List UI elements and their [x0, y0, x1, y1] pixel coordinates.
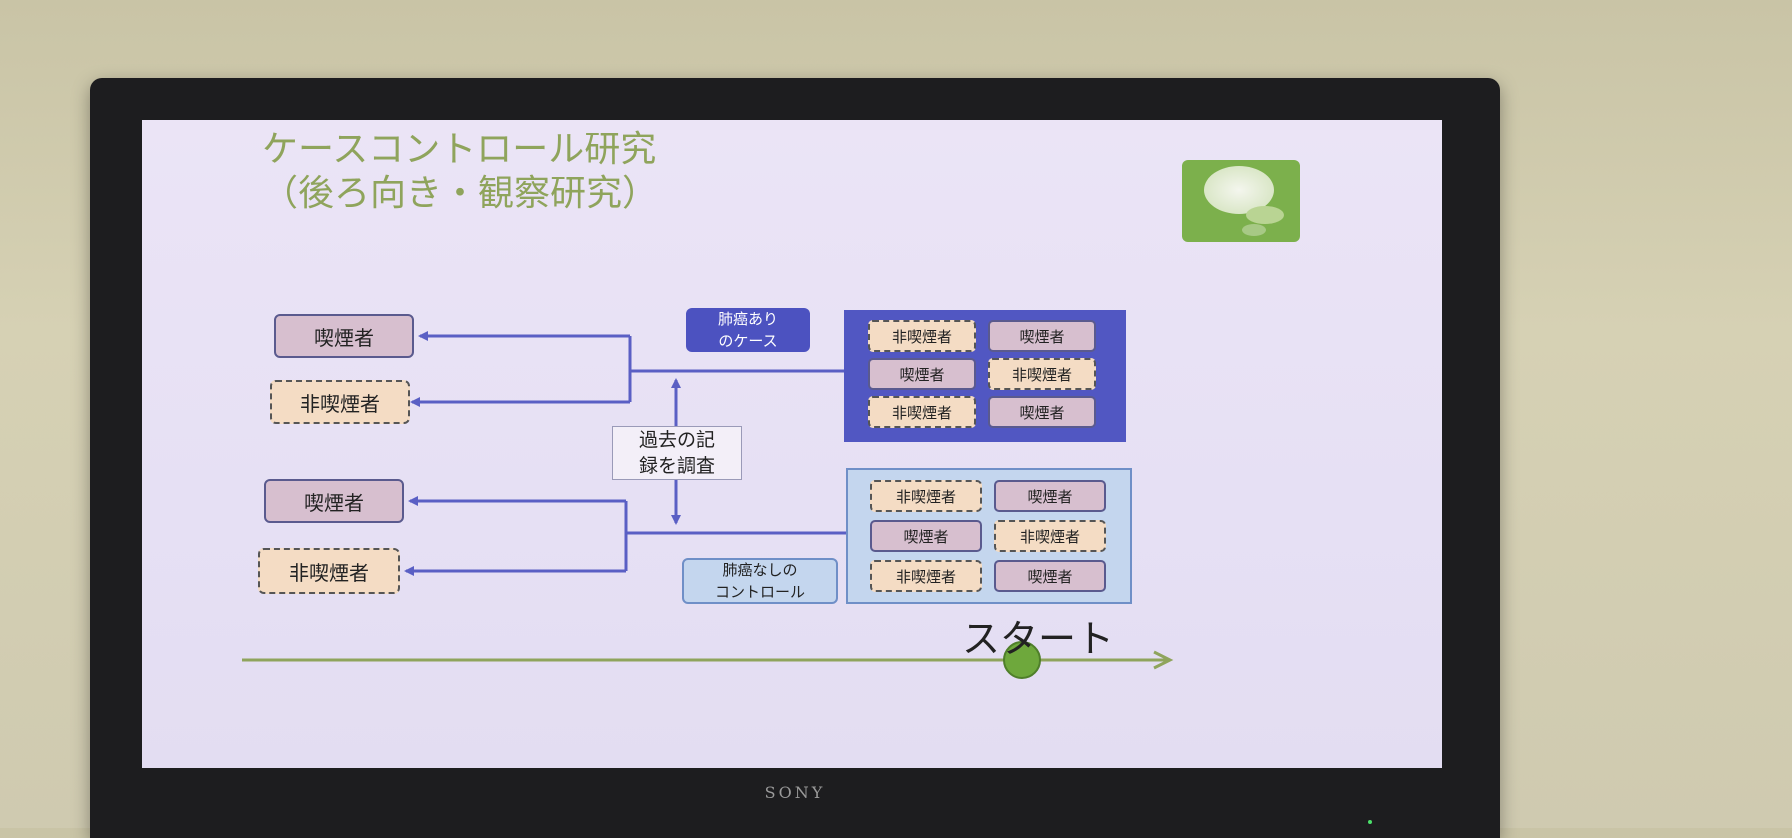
start-marker-icon [1003, 641, 1041, 679]
case-grid-cell-5: 非喫煙者 [868, 396, 976, 428]
slide-screen: ケースコントロール研究 （後ろ向き・観察研究） [142, 120, 1442, 768]
control-label-line-1: 肺癌なしの [722, 561, 798, 579]
control-grid-cell-3: 喫煙者 [870, 520, 982, 552]
control-grid-cell-5: 非喫煙者 [870, 560, 982, 592]
top-bracket [410, 331, 854, 407]
case-grid-cell-1: 非喫煙者 [868, 320, 976, 352]
slide-title: ケースコントロール研究 （後ろ向き・観察研究） [262, 128, 658, 216]
power-led-icon [1368, 820, 1372, 824]
connector-arrows [242, 331, 1174, 679]
case-grid-cell-3: 喫煙者 [868, 358, 976, 390]
control-label: 肺癌なしの コントロール [682, 558, 838, 604]
title-line-2: （後ろ向き・観察研究） [262, 173, 659, 214]
control-grid-cell-2: 喫煙者 [994, 480, 1106, 512]
tv-brand-logo: SONY [764, 783, 826, 802]
left-box-2: 非喫煙者 [270, 380, 410, 424]
title-line-1: ケースコントロール研究 [262, 129, 657, 170]
case-label: 肺癌あり のケース [686, 308, 810, 352]
note-line-2: 録を調査 [638, 455, 715, 477]
case-grid-cell-6: 喫煙者 [988, 396, 1096, 428]
left-box-4: 非喫煙者 [258, 548, 400, 594]
control-grid-cell-4: 非喫煙者 [994, 520, 1106, 552]
case-label-line-1: 肺癌あり [717, 310, 778, 328]
control-label-line-2: コントロール [714, 583, 805, 601]
left-box-3: 喫煙者 [264, 479, 404, 523]
case-grid-cell-2: 喫煙者 [988, 320, 1096, 352]
control-panel: 非喫煙者 喫煙者 喫煙者 非喫煙者 非喫煙者 喫煙者 [846, 468, 1132, 604]
left-box-1: 喫煙者 [274, 314, 414, 358]
records-note: 過去の記 録を調査 [612, 426, 742, 480]
case-panel: 非喫煙者 喫煙者 喫煙者 非喫煙者 非喫煙者 喫煙者 [844, 310, 1126, 442]
control-grid-cell-1: 非喫煙者 [870, 480, 982, 512]
case-grid-cell-4: 非喫煙者 [988, 358, 1096, 390]
slide-logo-icon [1182, 160, 1300, 242]
control-grid-cell-6: 喫煙者 [994, 560, 1106, 592]
tv-frame: ケースコントロール研究 （後ろ向き・観察研究） [90, 78, 1500, 838]
start-label: スタート [962, 617, 1115, 661]
case-label-line-2: のケース [718, 332, 778, 350]
bottom-bracket [404, 496, 854, 576]
note-line-1: 過去の記 [638, 429, 715, 451]
